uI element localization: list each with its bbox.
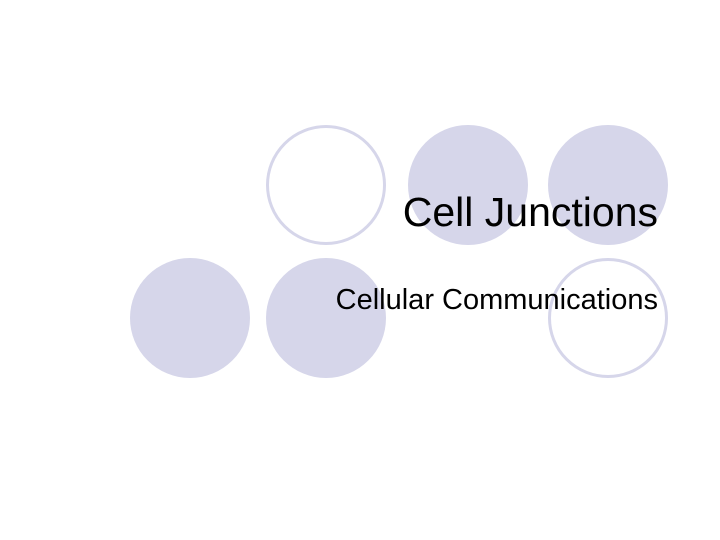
filled-circle-decoration [266,258,386,378]
slide-subtitle: Cellular Communications [335,284,658,316]
outline-circle-decoration [266,125,386,245]
filled-circle-decoration [548,125,668,245]
outline-circle-decoration [548,258,668,378]
slide-title: Cell Junctions [402,189,658,235]
filled-circle-decoration [130,258,250,378]
filled-circle-decoration [408,125,528,245]
